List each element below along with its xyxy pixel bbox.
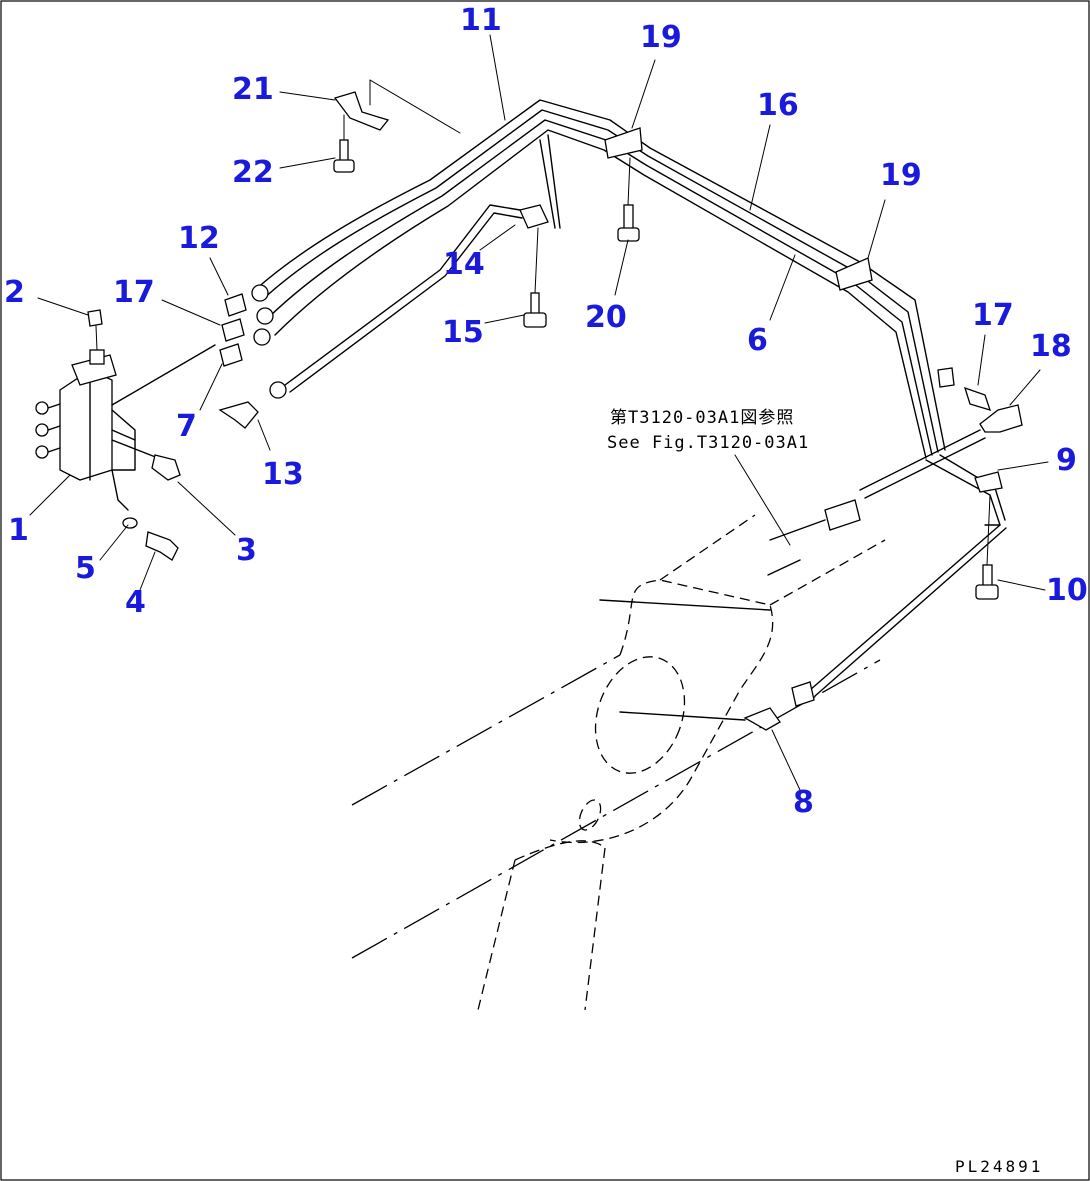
callout-19b: 19	[880, 158, 922, 193]
reference-note-jp: 第T3120-03A1図参照	[610, 408, 794, 428]
fitting-4	[145, 531, 179, 561]
callout-4: 4	[125, 585, 146, 620]
callout-6: 6	[747, 323, 768, 358]
clamp-19a	[604, 127, 643, 159]
clamp-14	[519, 204, 549, 229]
bolt-10	[975, 564, 999, 600]
callout-8: 8	[793, 785, 814, 820]
callout-16: 16	[757, 88, 799, 123]
adapter-17b	[963, 386, 992, 411]
fitting-3	[151, 454, 181, 481]
callout-9: 9	[1056, 443, 1077, 478]
leader-lines	[29, 34, 1049, 791]
callout-15: 15	[442, 315, 484, 350]
callout-20: 20	[585, 300, 627, 335]
drawing-code: PL24891	[955, 1157, 1043, 1176]
callout-17b: 17	[972, 298, 1014, 333]
bolt-22	[333, 139, 355, 173]
callout-22: 22	[232, 155, 274, 190]
callout-2: 2	[4, 275, 25, 310]
pipe-bundle	[254, 99, 1007, 697]
callout-3: 3	[236, 533, 257, 568]
callout-labels: 1 2 3 4 5 6 7 8 9 10 11 12 13 14 15 16 1…	[4, 3, 1088, 820]
fittings	[218, 284, 1023, 731]
callout-12: 12	[178, 221, 220, 256]
callout-1: 1	[8, 513, 29, 548]
elbow-13	[218, 401, 259, 429]
callout-17a: 17	[113, 275, 155, 310]
callout-14: 14	[443, 247, 485, 282]
clamp-9	[974, 471, 1003, 493]
elbow-8	[743, 707, 781, 731]
callout-18: 18	[1030, 329, 1072, 364]
callout-5: 5	[75, 551, 96, 586]
adapter-7	[219, 343, 243, 367]
callout-13: 13	[262, 457, 304, 492]
bolt-15	[523, 292, 547, 328]
washer-5	[122, 517, 138, 529]
clamps	[333, 91, 1003, 493]
callout-10: 10	[1046, 573, 1088, 608]
plug-2	[87, 309, 103, 327]
callout-7: 7	[176, 409, 197, 444]
reference-note-en: See Fig.T3120-03A1	[607, 433, 809, 453]
control-valve	[35, 309, 216, 561]
callout-19a: 19	[640, 20, 682, 55]
clamp-19b	[835, 257, 873, 291]
bolt-20	[617, 204, 640, 242]
callout-21: 21	[232, 72, 274, 107]
elbow-18	[979, 404, 1023, 433]
adapter-12	[224, 293, 247, 317]
clamp-21	[333, 91, 390, 131]
bolts	[333, 114, 999, 600]
callout-11: 11	[460, 3, 502, 38]
boom-outline	[351, 514, 886, 1011]
adapter-17a	[221, 318, 245, 342]
